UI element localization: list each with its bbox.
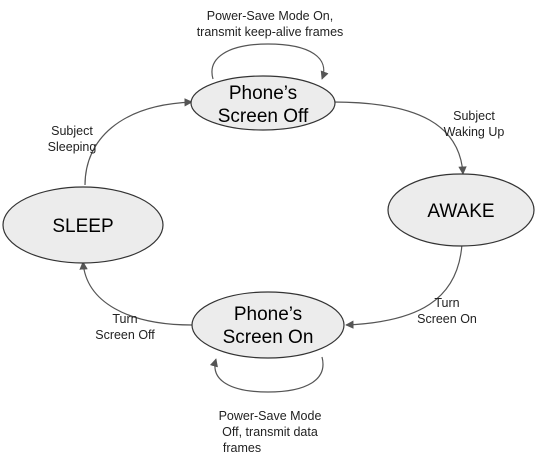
state-screen-off-label-line2: Screen Off <box>218 106 309 127</box>
edge-label-on-to-sleep-line2: Screen Off <box>95 328 155 342</box>
edge-label-awake-to-on-line1: Turn <box>434 296 459 310</box>
state-screen-on-label-line1: Phone’s <box>234 304 302 325</box>
state-awake <box>387 173 535 247</box>
edge-sleep-to-screen-off <box>84 98 193 186</box>
edge-label-off-to-awake-line2: Waking Up <box>444 125 505 139</box>
edge-label-screen-on-loop-line1: Power-Save Mode <box>219 409 322 423</box>
state-screen-on <box>191 291 345 359</box>
edge-label-sleep-to-off-line2: Sleeping <box>48 140 97 154</box>
edge-label-sleep-to-off-line1: Subject <box>51 124 93 138</box>
edge-label-off-to-awake-line1: Subject <box>453 109 495 123</box>
edge-label-screen-on-loop-line3: frames <box>223 441 261 455</box>
edge-label-screen-on-loop-line2: Off, transmit data <box>222 425 318 439</box>
edge-label-screen-off-loop-line1: Power-Save Mode On, <box>207 9 333 23</box>
state-awake-label: AWAKE <box>427 201 494 222</box>
state-screen-off-label-line1: Phone’s <box>229 83 297 104</box>
state-screen-on-label-line2: Screen On <box>223 327 314 348</box>
edge-screen-off-to-awake <box>332 101 467 175</box>
state-sleep-label: SLEEP <box>52 216 113 237</box>
state-sleep <box>2 186 164 264</box>
self-loop-screen-off <box>211 43 329 80</box>
edge-label-on-to-sleep-line1: Turn <box>112 312 137 326</box>
self-loop-screen-on <box>209 356 324 393</box>
edge-screen-on-to-sleep <box>79 261 193 326</box>
edge-label-awake-to-on-line2: Screen On <box>417 312 477 326</box>
edge-awake-to-screen-on <box>345 243 463 329</box>
edge-label-screen-off-loop-line2: transmit keep-alive frames <box>197 25 344 39</box>
state-screen-off <box>190 75 336 131</box>
